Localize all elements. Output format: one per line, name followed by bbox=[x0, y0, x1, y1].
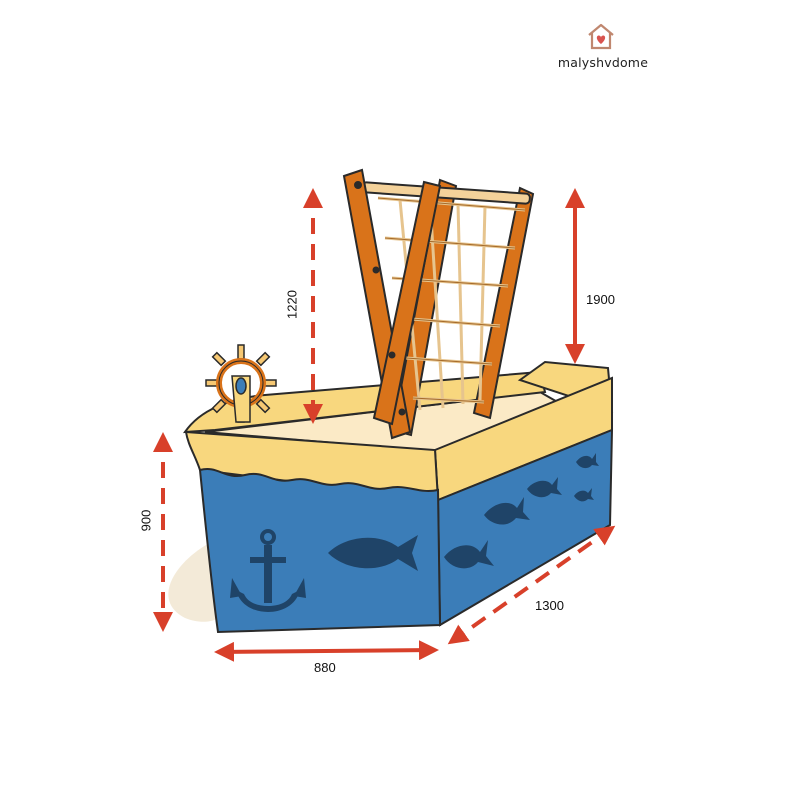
fish-icon bbox=[484, 497, 530, 525]
brand-logo: malyshvdome bbox=[548, 22, 658, 72]
length-1300-arrow bbox=[447, 525, 616, 645]
dimension-arrows bbox=[153, 188, 616, 662]
fish-icon bbox=[576, 453, 599, 469]
dimension-label-880: 880 bbox=[314, 660, 336, 675]
climbing-frame bbox=[342, 168, 535, 440]
house-heart-icon bbox=[588, 23, 614, 50]
width-880-arrow bbox=[214, 640, 439, 662]
anchor-icon bbox=[230, 529, 306, 612]
dimension-label-1300: 1300 bbox=[535, 598, 564, 613]
fish-icon bbox=[328, 535, 418, 571]
steering-wheel-icon bbox=[205, 344, 277, 423]
dimension-label-1900: 1900 bbox=[586, 292, 615, 307]
brand-name: malyshvdome bbox=[557, 55, 649, 70]
fish-icon bbox=[527, 477, 562, 498]
fish-icon bbox=[574, 488, 594, 502]
dimension-label-1220: 1220 bbox=[284, 290, 300, 319]
front-panel-blue bbox=[198, 467, 442, 634]
dimension-label-900: 900 bbox=[138, 509, 154, 532]
